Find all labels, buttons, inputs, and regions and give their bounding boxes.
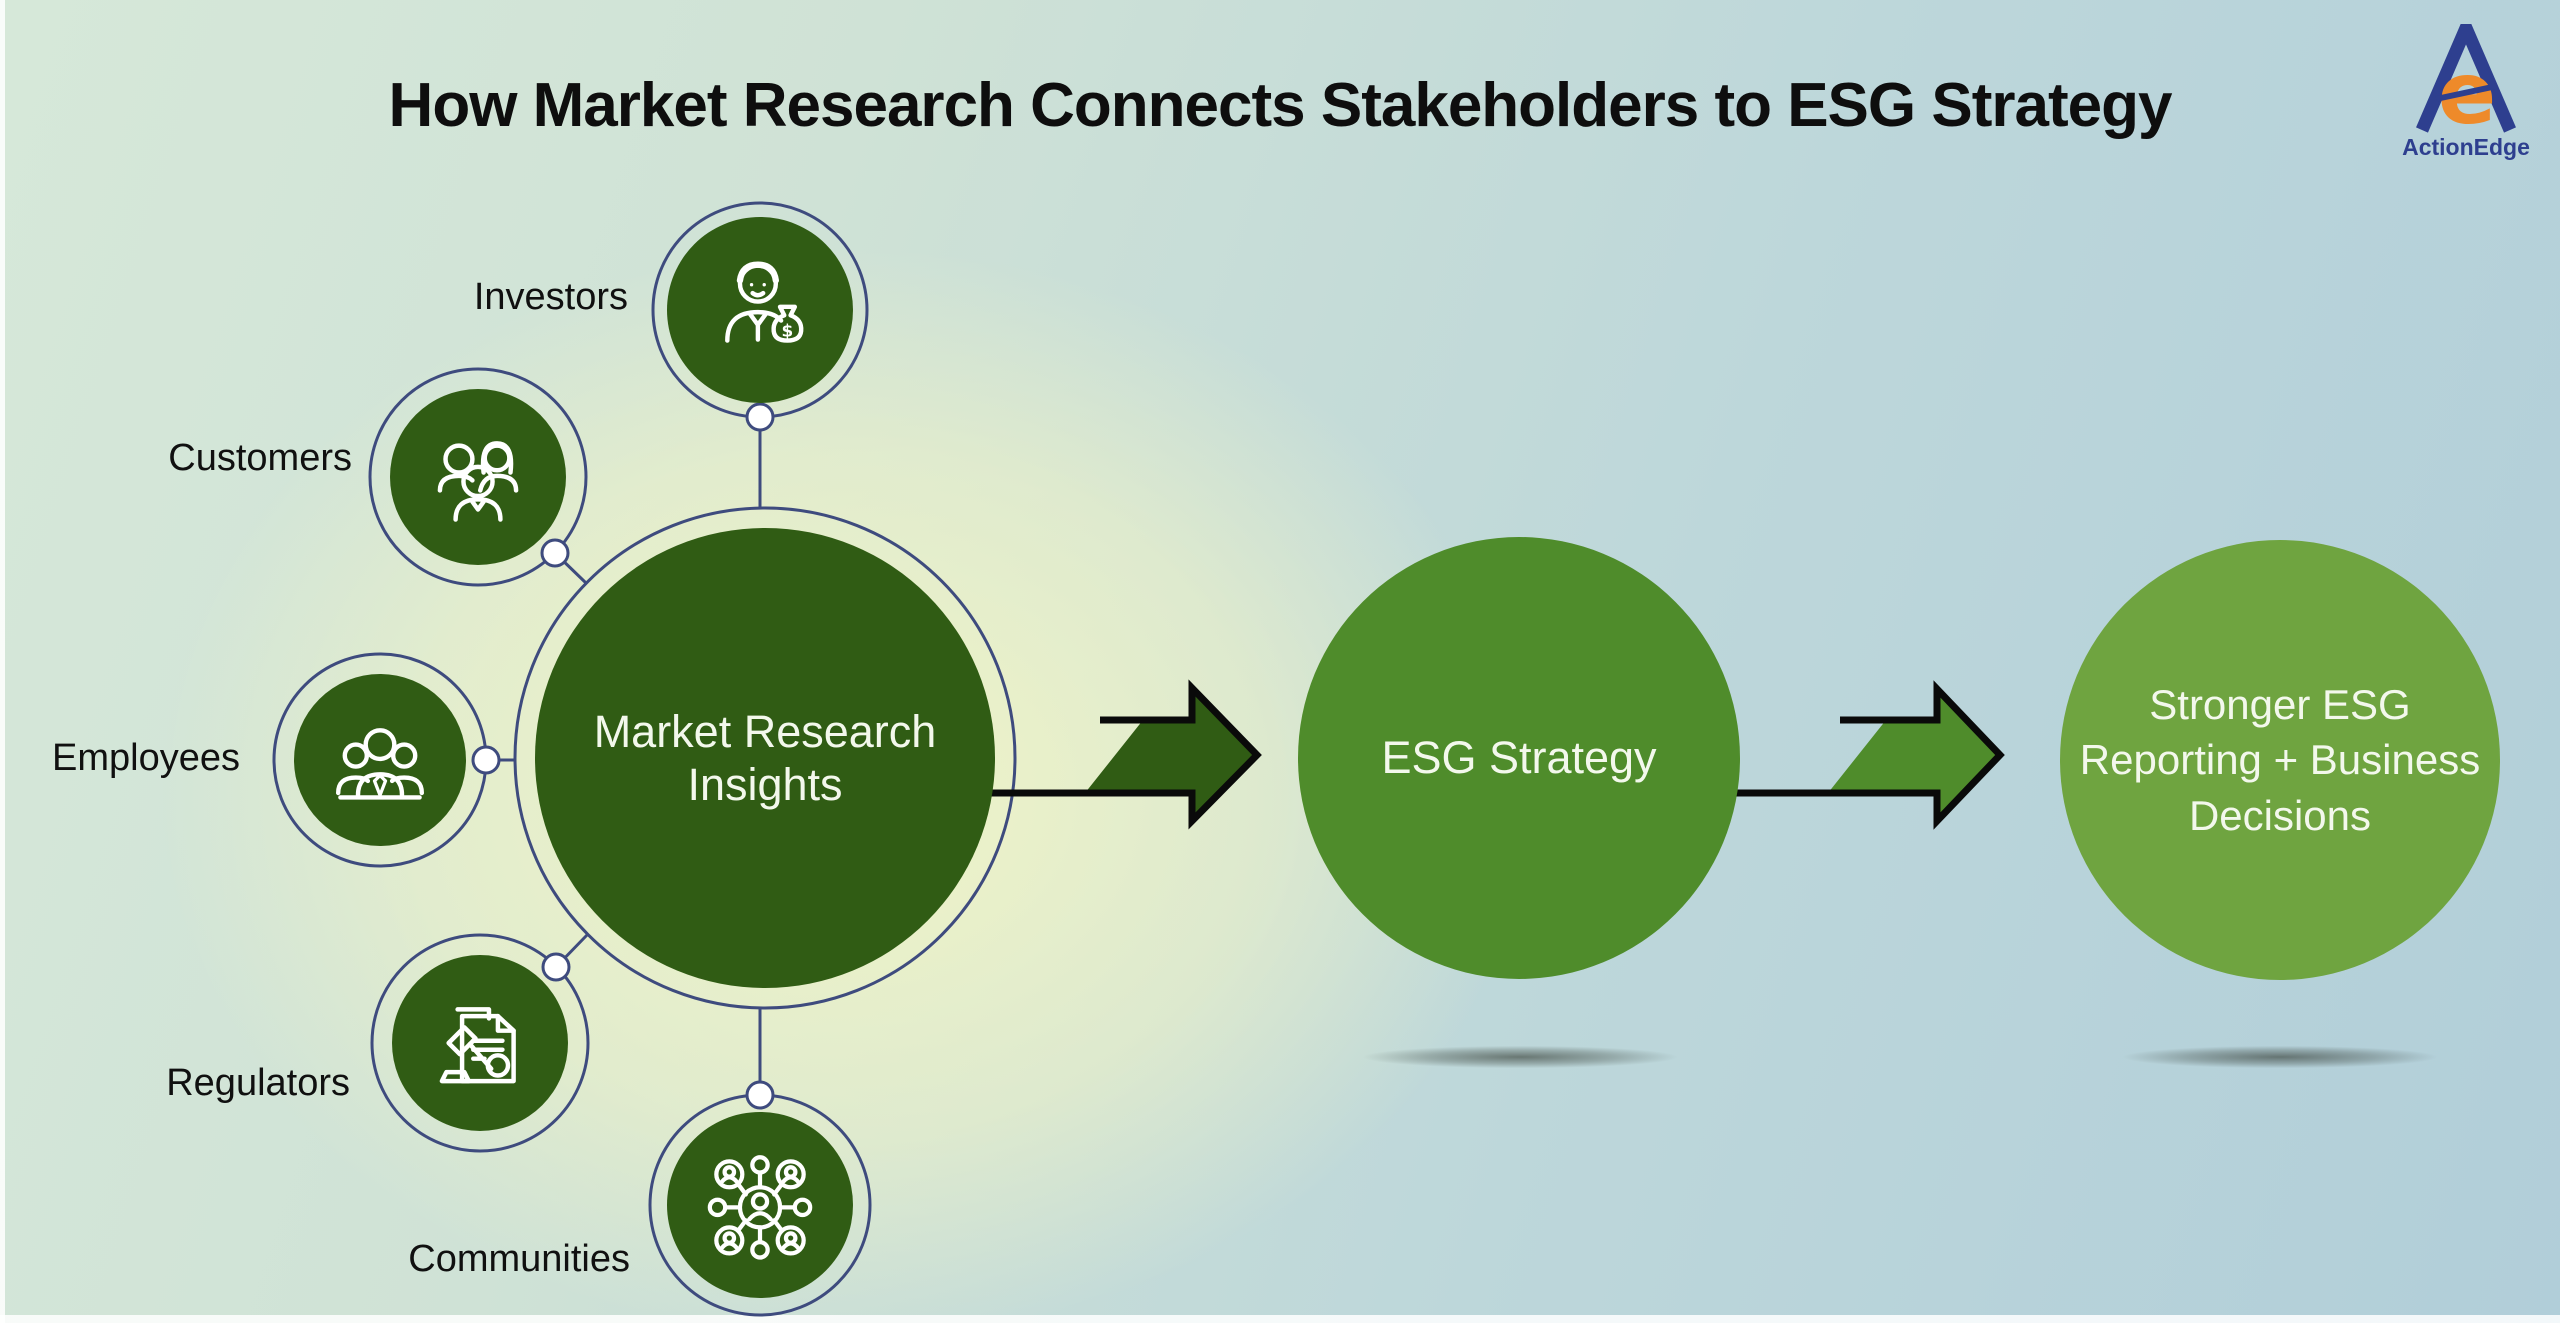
regulators-label: Regulators <box>166 1062 350 1104</box>
esg-strategy-circle: ESG Strategy <box>1298 537 1740 979</box>
hub-label: Market Research Insights <box>593 705 937 810</box>
bottom-edge-strip <box>0 1315 2560 1323</box>
employees-circle <box>294 674 466 846</box>
regulators-circle <box>392 955 568 1131</box>
employee-team-icon <box>336 728 424 800</box>
customers-ring <box>368 367 588 587</box>
regulators-node <box>541 952 571 982</box>
investors-node <box>745 402 775 432</box>
communities-node <box>745 1080 775 1110</box>
outcome-label: Stronger ESG Reporting + Business Decisi… <box>2079 680 2481 839</box>
arrow-hub-to-esg <box>980 679 1262 830</box>
esg-circle-shadow <box>1310 1042 1730 1072</box>
market-research-insights-circle: Market Research Insights <box>535 528 995 988</box>
customers-circle <box>390 389 566 565</box>
left-edge-strip <box>0 0 5 1323</box>
outcome-circle-shadow <box>2070 1042 2490 1072</box>
investors-label: Investors <box>473 276 628 318</box>
outcome-circle: Stronger ESG Reporting + Business Decisi… <box>2060 540 2500 980</box>
arrow-esg-to-outcome <box>1731 680 2005 830</box>
communities-label: Communities <box>408 1238 630 1280</box>
actionedge-logo: e ActionEdge <box>2388 24 2544 161</box>
page-title: How Market Research Connects Stakeholder… <box>388 71 2173 140</box>
customers-label: Customers <box>168 437 352 479</box>
gavel-document-icon <box>439 1007 516 1084</box>
customers-node <box>540 538 570 568</box>
hub-ring <box>513 506 1017 1010</box>
regulators-ring <box>370 933 590 1153</box>
investor-money-bag-icon: $ <box>725 261 804 343</box>
actionedge-logo-icon: e <box>2416 24 2516 136</box>
investors-circle: $ <box>667 217 853 403</box>
customer-group-icon <box>437 441 519 522</box>
communities-circle <box>667 1112 853 1298</box>
dollar-symbol: $ <box>782 320 794 340</box>
esg-label: ESG Strategy <box>1381 732 1657 783</box>
logo-brand-text: ActionEdge <box>2402 134 2530 160</box>
employees-node <box>471 745 501 775</box>
employees-label: Employees <box>52 737 240 779</box>
community-network-icon <box>707 1155 813 1260</box>
